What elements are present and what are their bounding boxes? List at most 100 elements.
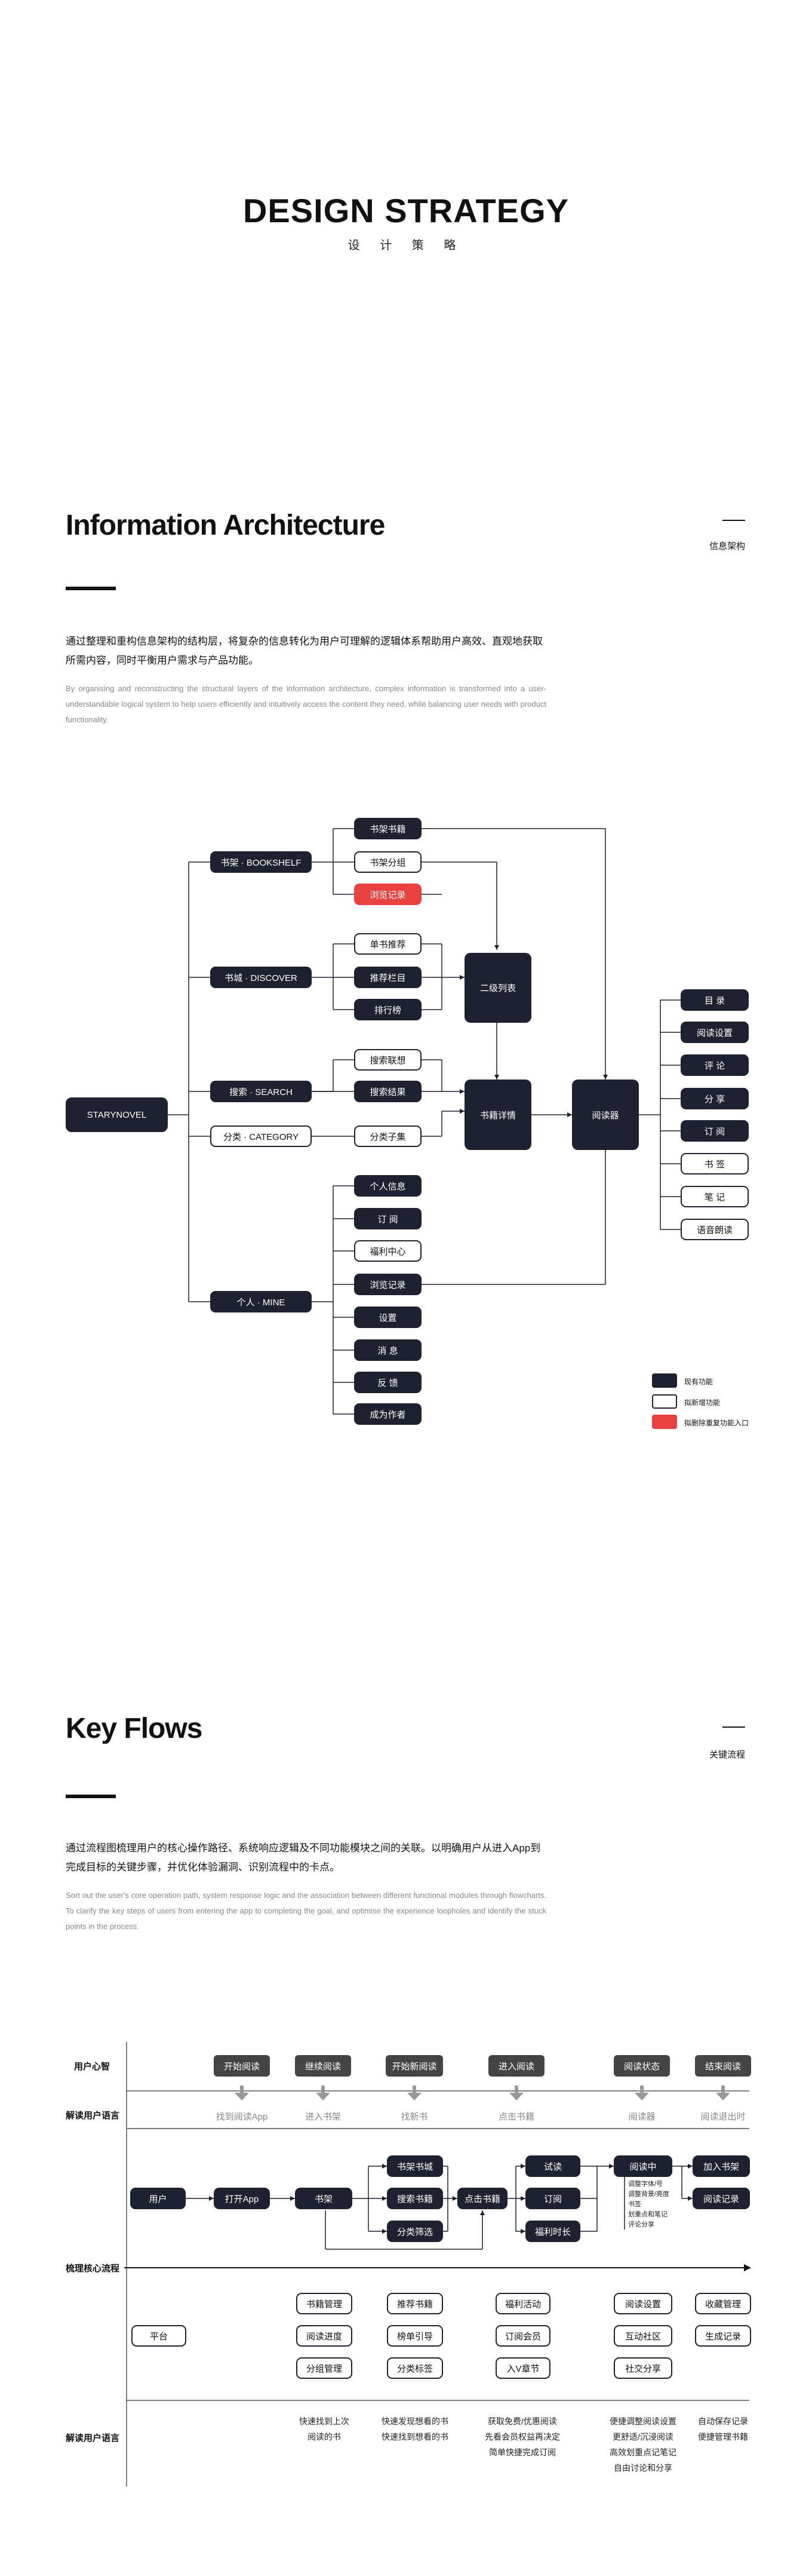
legend-label: 拟删除重复功能入口: [684, 1419, 749, 1427]
kf-platform-item: 订阅会员: [496, 2325, 550, 2347]
kf-flow-add-shelf: 加入书架: [693, 2155, 750, 2177]
ia-bookshelf-node: 书架 · BOOKSHELF: [210, 851, 312, 873]
kf-bottom-language: 快速找到上次 阅读的书: [282, 2414, 366, 2445]
ia-reader-item: 目 录: [681, 989, 749, 1011]
kf-bottom-language-line: 快速发现想看的书: [382, 2416, 448, 2426]
ia-search-item: 搜索结果: [354, 1081, 422, 1102]
kf-row-label-mindset: 用户心智: [74, 2062, 110, 2072]
kf-reading-option: 划重点和笔记: [628, 2211, 668, 2218]
ia-category-node: 分类 · CATEGORY: [210, 1126, 312, 1147]
kf-bottom-language-line: 高效划重点记笔记: [610, 2448, 676, 2457]
kf-bottom-language-line: 更舒适/沉浸阅读: [613, 2432, 673, 2442]
kf-flow-click-book: 点击书籍: [457, 2188, 508, 2209]
ia-discover-item: 推荐栏目: [354, 967, 422, 988]
ia-reader-node: 阅读器: [572, 1080, 639, 1150]
ia-reader-item: 分 享: [681, 1088, 749, 1109]
kf-user-language: 阅读器: [628, 2112, 656, 2122]
kf-flow-open-app: 打开App: [214, 2188, 270, 2209]
legend-swatch-remove: [652, 1415, 677, 1429]
kf-flow-read-record: 阅读记录: [693, 2188, 750, 2209]
ia-secondary-list-node: 二级列表: [465, 953, 531, 1023]
kf-platform-item: 入V章节: [496, 2357, 550, 2379]
ia-mine-item: 消 息: [354, 1339, 422, 1361]
kf-stage-pill: 开始阅读: [214, 2055, 270, 2077]
kf-description-cn: 通过流程图梳理用户的核心操作路径、系统响应逻辑及不同功能模块之间的关联。以明确用…: [66, 1842, 541, 1873]
kf-flow-subscribe: 订阅: [525, 2188, 580, 2209]
ia-description-en: By organising and reconstructing the str…: [66, 684, 546, 724]
kf-down-arrow-stem: [721, 2086, 725, 2093]
kf-stage-pill: 结束阅读: [695, 2055, 751, 2077]
kf-flow-user: 用户: [130, 2188, 186, 2209]
kf-row-label-language: 解读用户语言: [66, 2433, 120, 2443]
ia-root-node: STARYNOVEL: [66, 1097, 168, 1132]
kf-platform-item: 互动社区: [614, 2325, 672, 2347]
kf-down-arrow-stem: [413, 2086, 416, 2093]
kf-platform-item: 书籍管理: [296, 2293, 352, 2314]
ia-bookshelf-item: 书架书籍: [354, 818, 422, 839]
kf-bottom-language-line: 自由讨论和分享: [614, 2463, 672, 2473]
kf-bottom-language-line: 快速找到上次: [299, 2416, 349, 2426]
kf-bottom-language-line: 先看会员权益再决定: [485, 2432, 560, 2442]
legend-label: 拟新增功能: [684, 1399, 721, 1407]
legend-swatch-new: [652, 1394, 677, 1409]
kf-down-arrow: [407, 2093, 422, 2100]
kf-stage-pill: 开始新阅读: [386, 2055, 443, 2077]
ia-reader-item: 书 签: [681, 1153, 749, 1174]
ia-reader-item: 订 阅: [681, 1120, 749, 1142]
ia-discover-node: 书城 · DISCOVER: [210, 967, 312, 988]
kf-platform-item: 分组管理: [296, 2357, 352, 2379]
kf-description-en: Sort out the user's core operation path,…: [66, 1891, 546, 1931]
legend-swatch-existing: [652, 1373, 677, 1388]
kf-down-arrow-stem: [321, 2086, 325, 2093]
kf-down-arrow: [316, 2093, 330, 2100]
kf-row-label-language: 解读用户语言: [66, 2111, 120, 2121]
ia-mine-item: 成为作者: [354, 1403, 422, 1425]
ia-discover-item: 排行榜: [354, 999, 422, 1020]
kf-bottom-language: 自动保存记录 便捷管理书籍: [684, 2414, 762, 2445]
kf-section-title: Key Flows: [66, 1713, 202, 1744]
kf-platform-item: 榜单引导: [387, 2325, 443, 2347]
ia-discover-item: 单书推荐: [354, 933, 422, 955]
kf-stage-pill: 继续阅读: [295, 2055, 351, 2077]
kf-bottom-language: 快速发现想看的书 快速找到想看的书: [370, 2414, 460, 2445]
kf-flow-shelf: 书架: [295, 2188, 352, 2209]
ia-reader-item: 阅读设置: [681, 1022, 749, 1043]
kf-tag-line: [722, 1726, 745, 1728]
kf-down-arrow-stem: [240, 2086, 244, 2093]
kf-down-arrow-stem: [640, 2086, 644, 2093]
kf-down-arrow: [635, 2093, 649, 2100]
hero-title: DESIGN STRATEGY: [242, 192, 569, 229]
kf-down-arrow: [716, 2093, 730, 2100]
kf-section-tag: 关键流程: [709, 1750, 746, 1760]
kf-user-language: 找新书: [401, 2112, 428, 2122]
kf-reading-option: 书签: [628, 2201, 641, 2208]
kf-platform-node: 平台: [131, 2325, 186, 2347]
kf-platform-item: 分类标签: [387, 2357, 443, 2379]
kf-user-language: 阅读退出时: [700, 2112, 746, 2122]
ia-section-bar: [66, 587, 116, 590]
kf-bottom-language-line: 阅读的书: [307, 2432, 341, 2442]
ia-section-title: Information Architecture: [66, 510, 385, 541]
ia-search-node: 搜索 · SEARCH: [210, 1081, 312, 1102]
kf-bottom-language-line: 便捷调整阅读设置: [610, 2416, 676, 2426]
kf-flow-search: 搜索书籍: [387, 2188, 443, 2209]
kf-reading-option: 调整背景/亮度: [628, 2191, 670, 2198]
kf-platform-item: 阅读设置: [614, 2293, 672, 2314]
kf-bottom-language-line: 简单快捷完成订阅: [489, 2448, 556, 2457]
kf-bottom-language-line: 自动保存记录: [698, 2416, 748, 2426]
kf-bottom-language: 便捷调整阅读设置 更舒适/沉浸阅读 高效划重点记笔记 自由讨论和分享: [598, 2414, 688, 2476]
ia-bookshelf-item: 书架分组: [354, 851, 422, 873]
kf-bottom-language-line: 便捷管理书籍: [698, 2432, 748, 2442]
kf-bottom-language: 获取免费/优惠阅读 先看会员权益再决定 简单快捷完成订阅: [478, 2414, 567, 2460]
kf-user-language: 点击书籍: [498, 2112, 534, 2122]
kf-platform-item: 推荐书籍: [387, 2293, 443, 2314]
kf-section-bar: [66, 1795, 116, 1798]
ia-description-cn: 通过整理和重构信息架构的结构层，将复杂的信息转化为用户可理解的逻辑体系帮助用户高…: [66, 636, 543, 666]
ia-mine-item: 订 阅: [354, 1208, 422, 1229]
kf-flow-filter: 分类筛选: [387, 2221, 443, 2242]
kf-reading-option: 调整字体/号: [628, 2181, 663, 2188]
kf-platform-item: 福利活动: [496, 2293, 550, 2314]
ia-search-item: 搜索联想: [354, 1049, 422, 1071]
